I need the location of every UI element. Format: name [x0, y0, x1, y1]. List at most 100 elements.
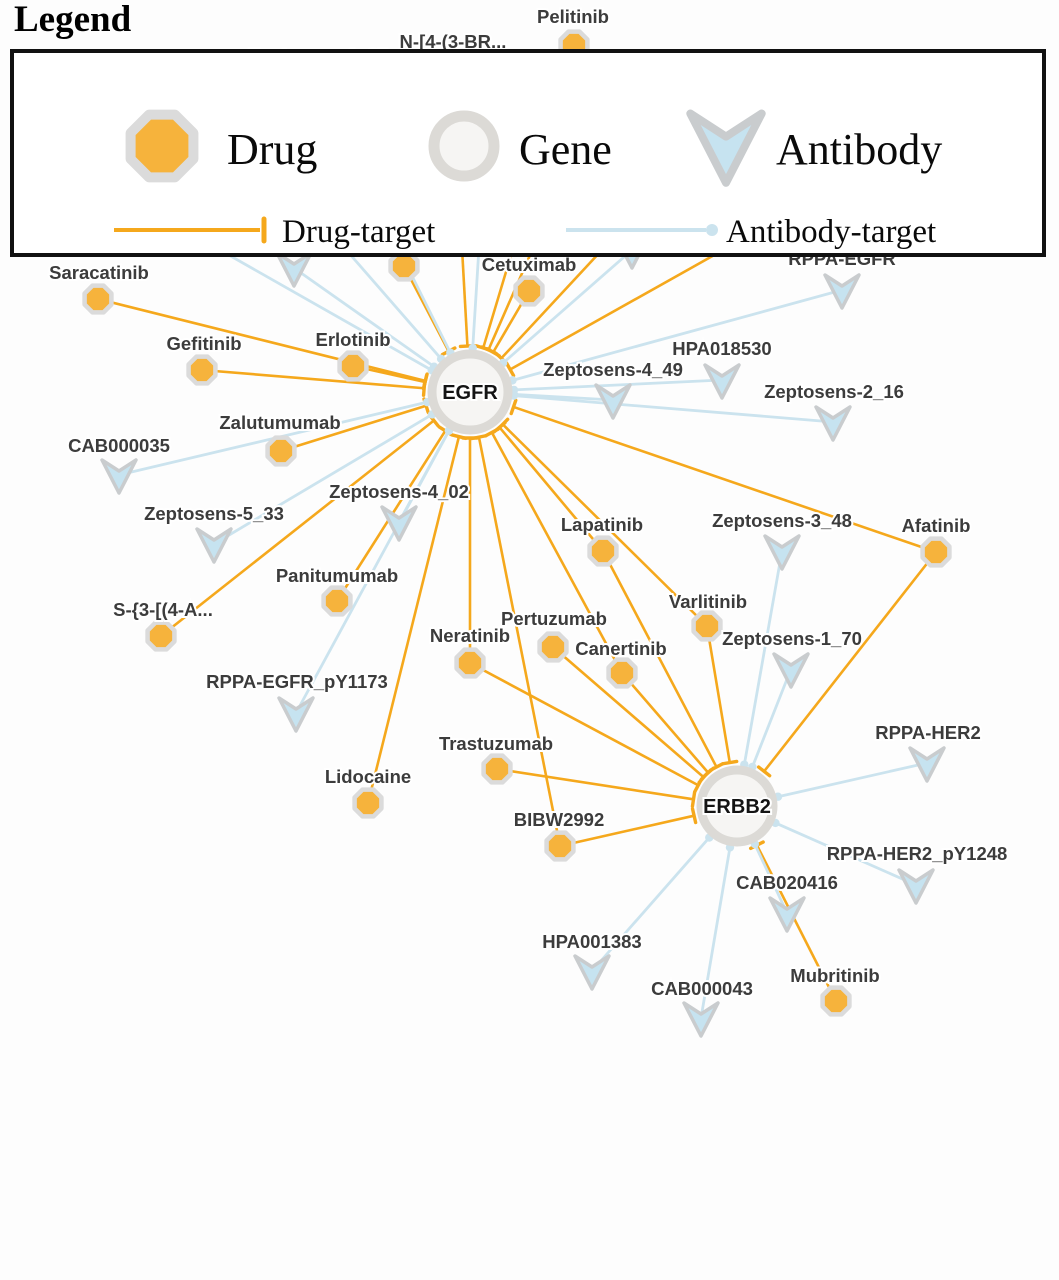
- drug-target-tee-bibw2992-ERBB2: [690, 807, 698, 825]
- drug-target-edge-bibw2992-ERBB2: [559, 814, 695, 848]
- legend-antibody-label: Antibody: [776, 125, 942, 174]
- legend-gene-label: Gene: [519, 125, 612, 174]
- antibody-node-cab020416: [768, 896, 806, 933]
- drug-target-tee-neratinib-ERBB2: [693, 777, 704, 794]
- drug-octagon-icon: [513, 275, 545, 307]
- antibody-label-zeptosens-2_16: Zeptosens-2_16: [764, 381, 904, 402]
- drug-target-tee-canertinib-ERBB2: [701, 766, 716, 779]
- antibody-node-hpa001383: [573, 954, 611, 991]
- drug-label-bibw2992: BIBW2992: [514, 809, 604, 830]
- drug-octagon-icon: [352, 787, 384, 819]
- antibody-chevron-icon: [100, 458, 138, 495]
- drug-target-edge-lapatinib-EGFR: [498, 426, 604, 552]
- gene-node-EGFR: [427, 349, 513, 435]
- drug-node-lapatinib: [587, 535, 619, 567]
- legend-symbols: [114, 109, 766, 244]
- antibody-target-edge-cab020416-ERBB2: [753, 843, 789, 914]
- antibody-label-rppa-her2: RPPA-HER2: [875, 722, 981, 743]
- drug-octagon-icon: [82, 283, 114, 315]
- drug-label-erlotinib: Erlotinib: [315, 329, 390, 350]
- legend-drug-label: Drug: [227, 125, 317, 174]
- legend-antibody-target-dot: [706, 223, 718, 236]
- legend-antibody-target-label: Antibody-target: [726, 214, 936, 250]
- antibody-label-hpa018530: HPA018530: [672, 338, 771, 359]
- drug-label-pertuzumab: Pertuzumab: [501, 608, 607, 629]
- gene-node-ERBB2: [696, 765, 778, 847]
- antibody-label-cab000035: CAB000035: [68, 435, 170, 456]
- drug-target-edge-zalutumumab-EGFR: [280, 404, 427, 453]
- legend-graphics: Drug Gene Antibody Drug-target Antibody-…: [114, 109, 942, 250]
- antibody-chevron-icon: [594, 383, 632, 420]
- drug-octagon-icon: [587, 535, 619, 567]
- drug-node-afatinib: [920, 536, 952, 568]
- drug-label-trastuzumab: Trastuzumab: [439, 733, 553, 754]
- drug-octagon-icon: [337, 350, 369, 382]
- gene-label-EGFR: EGFR: [442, 382, 498, 404]
- drug-target-edge-lidocaine-EGFR: [366, 436, 461, 804]
- antibody-node-rppa-egfr: [823, 273, 861, 310]
- drug-target-edge-canertinib-EGFR: [490, 431, 624, 674]
- drug-label-lidocaine: Lidocaine: [325, 766, 411, 787]
- antibody-label-hpa001383: HPA001383: [542, 931, 641, 952]
- drug-node-cetuximab: [513, 275, 545, 307]
- antibody-chevron-icon: [768, 896, 806, 933]
- drug-target-edge-gefitinib-EGFR: [201, 368, 425, 390]
- drug-node-neratinib: [454, 647, 486, 679]
- antibody-label-cab020416: CAB020416: [736, 872, 838, 893]
- drug-target-tee-afatinib-EGFR: [509, 398, 518, 416]
- drug-octagon-icon: [454, 647, 486, 679]
- drug-label-zalutumumab: Zalutumumab: [219, 412, 340, 433]
- legend: Legend Drug Gene Antibody Drug-target An…: [0, 0, 1059, 257]
- gene-label-ERBB2: ERBB2: [703, 796, 771, 818]
- antibody-label-zeptosens-3_48: Zeptosens-3_48: [712, 510, 852, 531]
- legend-gene-circle-icon: [428, 110, 500, 182]
- antibody-node-zeptosens-1_70: [772, 652, 810, 689]
- drug-target-tee-afatinib-ERBB2: [756, 765, 772, 778]
- drug-target-edge-bibw2992-EGFR: [477, 436, 562, 847]
- drug-label-afatinib: Afatinib: [902, 515, 971, 536]
- antibody-node-zeptosens-3_48: [763, 534, 801, 571]
- antibody-target-edge-hpa018530-EGFR: [513, 378, 723, 392]
- gene-circle-icon: [427, 349, 513, 435]
- drug-octagon-icon: [691, 610, 723, 642]
- antibody-target-edge-zeptosens-1_70-ERBB2: [751, 668, 793, 768]
- antibody-node-zeptosens-5_33: [195, 527, 233, 564]
- drug-label-neratinib: Neratinib: [430, 625, 510, 646]
- drug-target-edge-afatinib-ERBB2: [763, 551, 938, 773]
- antibody-target-edge-rppa-her2-ERBB2: [777, 761, 928, 799]
- drug-node-lidocaine: [352, 787, 384, 819]
- drug-node-zalutumumab: [265, 435, 297, 467]
- drug-node-panitumumab: [321, 585, 353, 617]
- antibody-target-edge-rppa-egfr-EGFR: [512, 288, 843, 382]
- antibody-chevron-icon: [573, 954, 611, 991]
- antibody-chevron-icon: [814, 405, 852, 442]
- antibody-node-zeptosens-2_16: [814, 405, 852, 442]
- legend-antibody-chevron-icon: [686, 109, 766, 187]
- antibody-target-edge-zeptosens-1_31-EGFR: [502, 248, 633, 365]
- drug-target-tee-trastuzumab-ERBB2: [690, 790, 697, 808]
- drug-node-varlitinib: [691, 610, 723, 642]
- antibody-chevron-icon: [908, 746, 946, 783]
- antibody-chevron-icon: [682, 1001, 720, 1038]
- drug-label-gefitinib: Gefitinib: [166, 333, 241, 354]
- antibody-node-cab000043: [682, 1001, 720, 1038]
- antibody-target-edge-zeptosens-3_48-ERBB2: [742, 550, 784, 765]
- antibody-chevron-icon: [380, 505, 418, 542]
- drug-node-s-3-4-a: [145, 620, 177, 652]
- legend-box: Drug Gene Antibody Drug-target Antibody-…: [10, 48, 1046, 257]
- drug-node-gefitinib: [186, 354, 218, 386]
- gene-circle-icon: [696, 765, 778, 847]
- antibody-node-rppa-her2_py1248: [897, 868, 935, 905]
- drug-node-erlotinib: [337, 350, 369, 382]
- antibody-node-rppa-egfr_py1068: [275, 251, 313, 288]
- drug-target-edge-neratinib-ERBB2: [469, 661, 699, 787]
- drug-target-edge-necitumumab-EGFR: [509, 238, 742, 371]
- antibody-chevron-icon: [275, 251, 313, 288]
- drug-label-varlitinib: Varlitinib: [669, 591, 747, 612]
- antibody-label-rppa-egfr_py1173: RPPA-EGFR_pY1173: [206, 671, 388, 692]
- legend-title: Legend: [14, 0, 132, 40]
- drug-octagon-icon: [820, 985, 852, 1017]
- antibody-node-hpa018530: [703, 363, 741, 400]
- drug-target-edge-varlitinib-EGFR: [501, 423, 708, 627]
- antibody-label-cab000043: CAB000043: [651, 978, 753, 999]
